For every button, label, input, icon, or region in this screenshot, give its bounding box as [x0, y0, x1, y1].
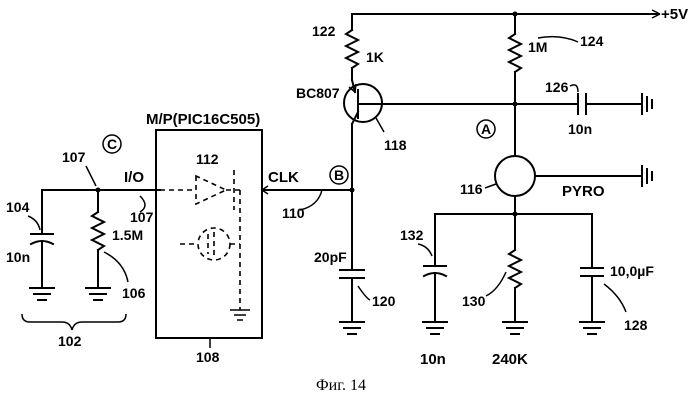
ref-102: 102	[58, 333, 82, 349]
value-r124: 1M	[528, 39, 547, 55]
transistor-label: BC807	[296, 85, 340, 101]
ref-130: 130	[462, 293, 486, 309]
ref-116: 116	[460, 181, 483, 197]
resistor-r124	[509, 34, 521, 72]
value-c126: 10n	[568, 121, 592, 137]
ref-124: 124	[580, 33, 604, 49]
pyro-label: PYRO	[562, 183, 605, 200]
value-c128: 10,0µF	[610, 263, 654, 279]
ref-106: 106	[122, 285, 146, 301]
ref-132: 132	[400, 227, 424, 243]
pyro-sensor-116	[495, 156, 535, 196]
ref-128: 128	[624, 317, 648, 333]
value-r106: 1.5M	[112, 227, 143, 243]
value-c132: 10n	[420, 351, 446, 368]
buffer-112	[196, 176, 226, 204]
ref-107-node: 107	[62, 149, 86, 165]
ref-120: 120	[372, 293, 396, 309]
brace-102	[22, 314, 126, 330]
value-r122: 1K	[366, 49, 384, 65]
ref-104: 104	[6, 199, 30, 215]
ref-122: 122	[312, 23, 336, 39]
value-c104: 10n	[6, 249, 30, 265]
supply-label: +5V	[661, 6, 688, 23]
value-c120: 20pF	[314, 249, 347, 265]
value-r130: 240K	[492, 351, 528, 368]
ref-126: 126	[545, 79, 569, 95]
resistor-r122	[346, 30, 358, 68]
resistor-r106	[92, 212, 104, 250]
io-label: I/O	[124, 169, 144, 186]
node-c-label: C	[107, 136, 117, 152]
clk-label: CLK	[268, 169, 299, 186]
ref-107-pin: 107	[130, 209, 154, 225]
node-b-label: B	[334, 167, 344, 183]
ref-118: 118	[384, 137, 407, 153]
mcu-label: M/P(PIC16C505)	[146, 111, 260, 128]
figure-caption: Фиг. 14	[316, 377, 366, 394]
ref-112: 112	[196, 151, 219, 167]
ref-108: 108	[196, 349, 220, 365]
node-a-label: A	[481, 121, 491, 137]
ref-110: 110	[282, 205, 305, 221]
resistor-r130	[509, 250, 521, 288]
